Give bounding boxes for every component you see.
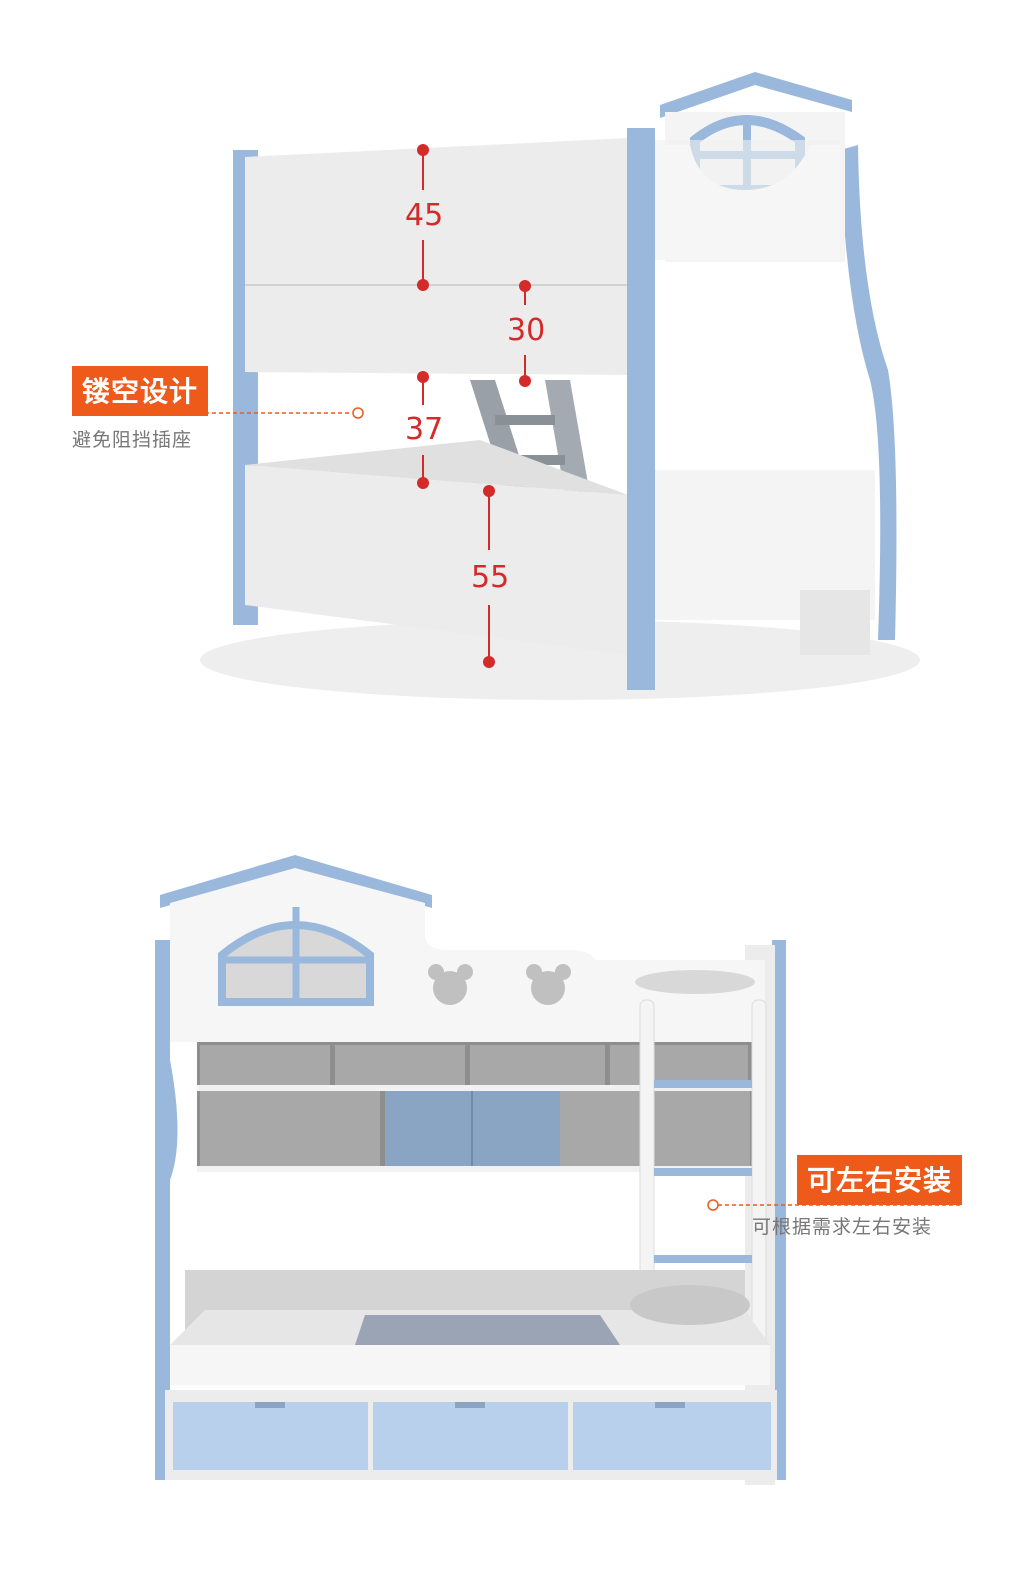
dimension-markers bbox=[417, 144, 531, 668]
feature-badge-hollow-design: 镂空设计 bbox=[72, 366, 209, 416]
dimension-label-55: 55 bbox=[471, 560, 510, 595]
bunk-bed-front-illustration bbox=[155, 855, 962, 1485]
bunk-bed-side-illustration bbox=[72, 72, 920, 700]
dimension-label-30: 30 bbox=[507, 313, 546, 348]
bear-cutout-left bbox=[428, 964, 473, 1005]
dimension-label-45: 45 bbox=[405, 198, 444, 233]
feature-desc-reversible: 可根据需求左右安装 bbox=[752, 1216, 933, 1238]
bear-cutout-right bbox=[526, 964, 571, 1005]
bottom-scene: 可左右安装 可根据需求左右安装 bbox=[0, 760, 1027, 1570]
top-scene: 45 30 37 55 镂空设计 避免阻挡插座 bbox=[0, 0, 1027, 760]
feature-badge-reversible: 可左右安装 bbox=[797, 1155, 963, 1205]
dimension-label-37: 37 bbox=[405, 412, 444, 447]
feature-desc-hollow-design: 避免阻挡插座 bbox=[72, 429, 193, 451]
